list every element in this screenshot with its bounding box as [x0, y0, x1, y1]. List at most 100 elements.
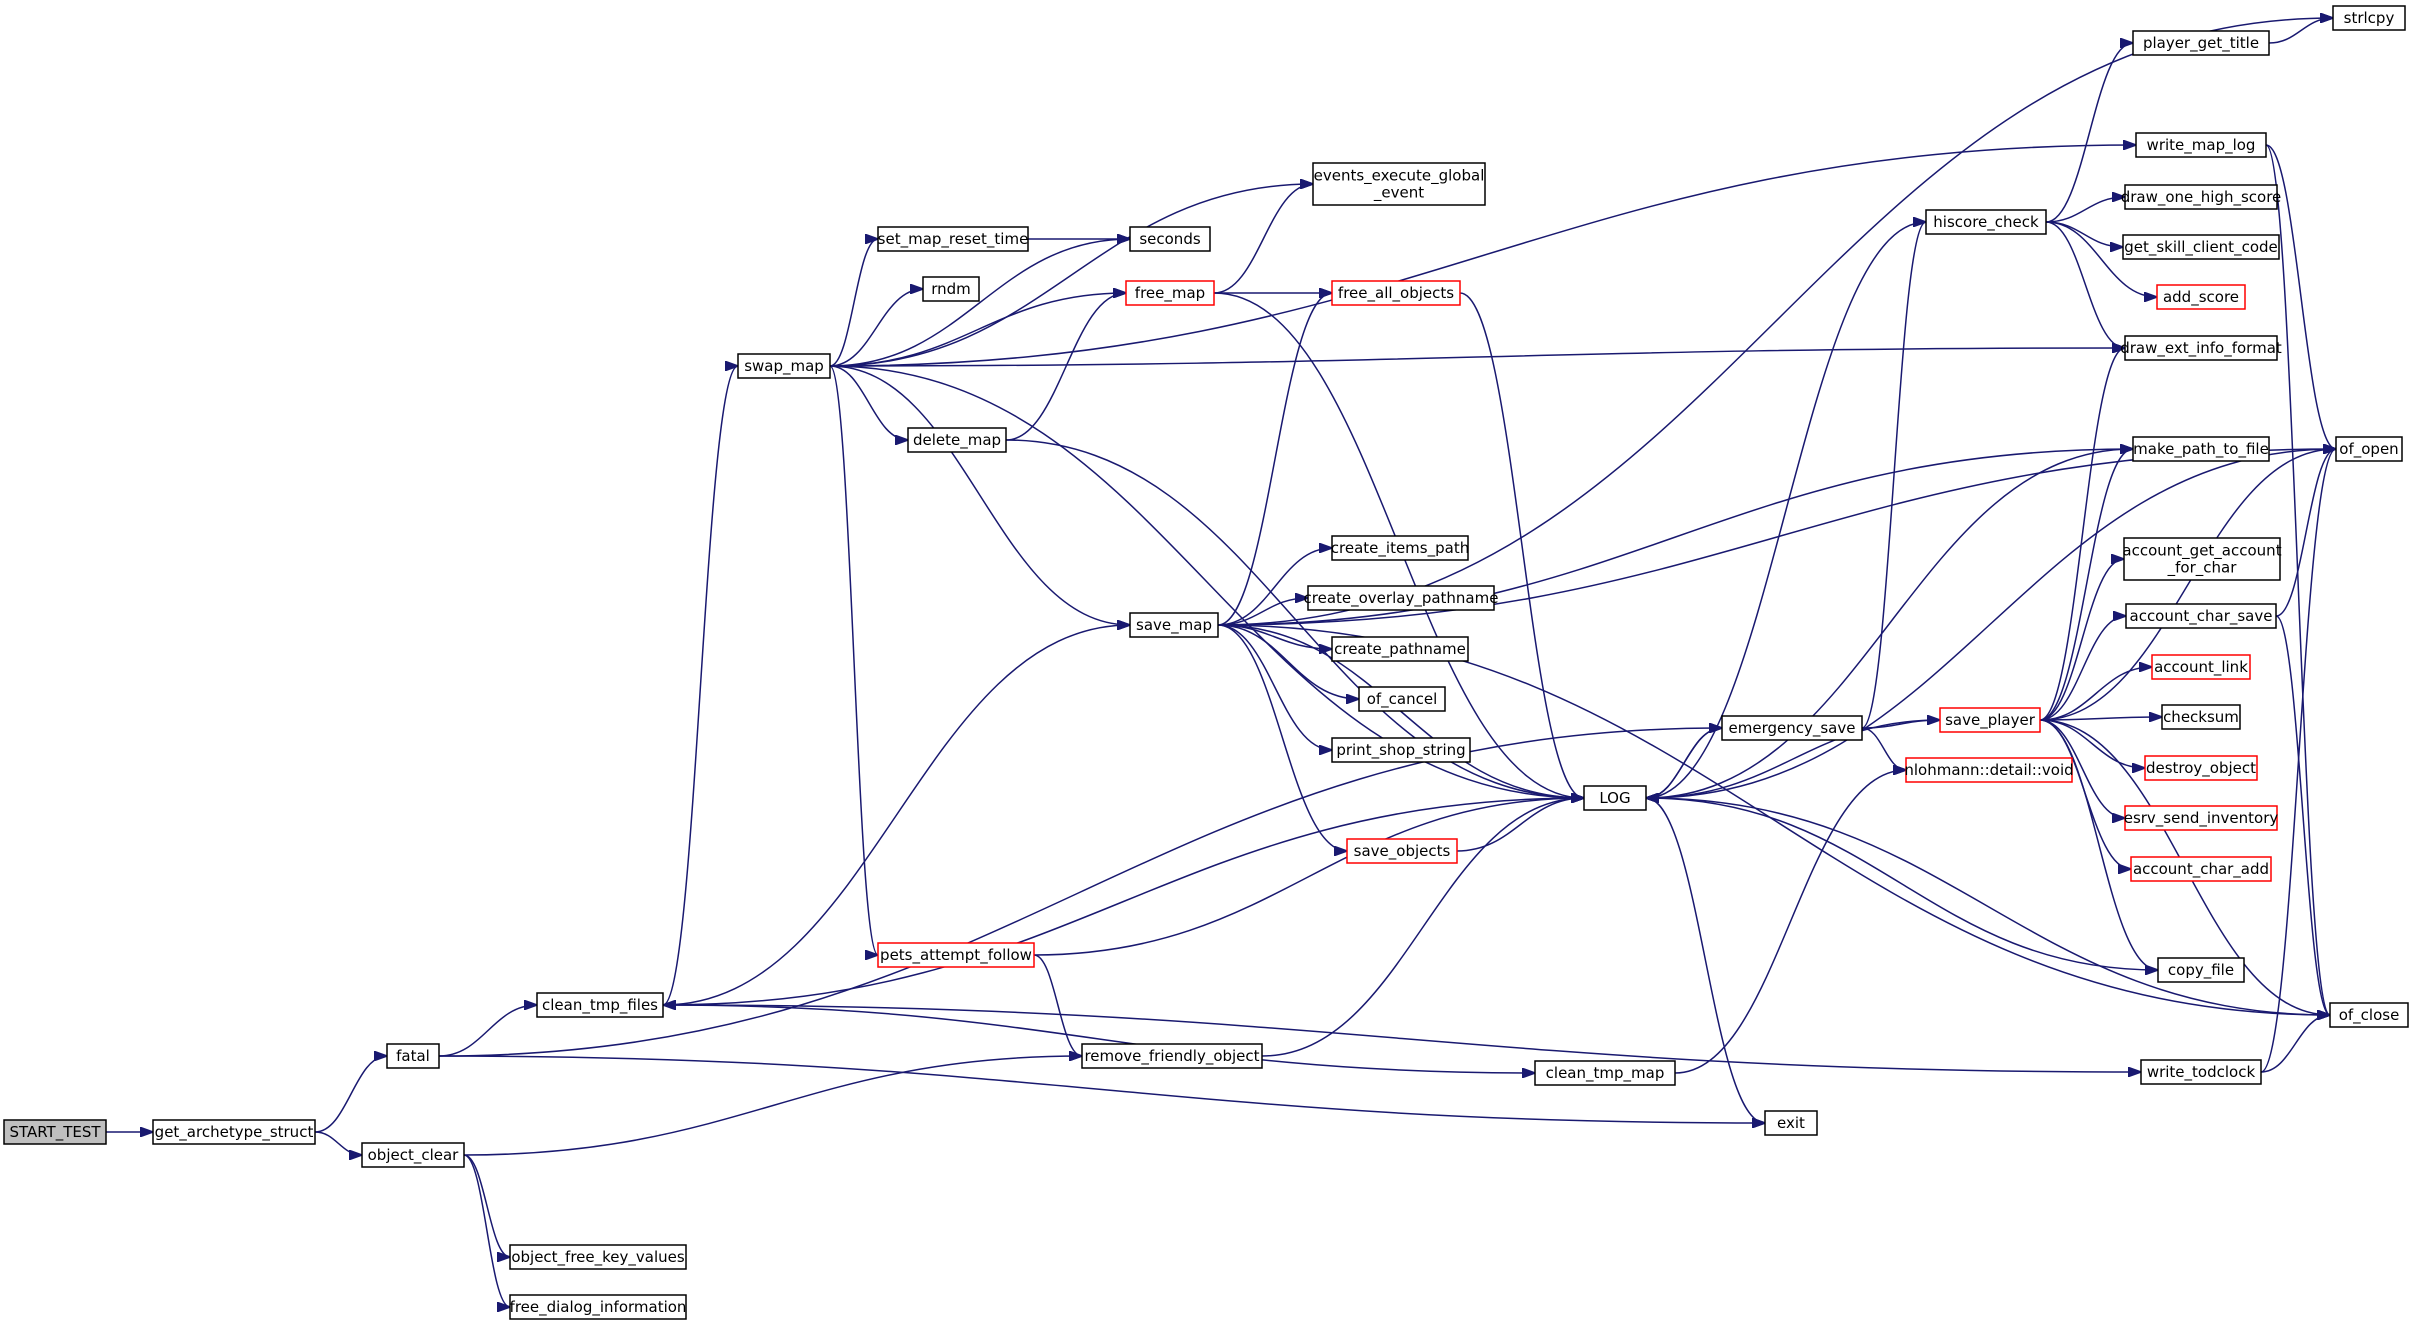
node-clean-tmp-files[interactable]: clean_tmp_files — [536, 992, 664, 1018]
node-nlohmann-detail-void[interactable]: nlohmann::detail::void — [1904, 757, 2074, 783]
node-box[interactable] — [1307, 585, 1495, 611]
node-box[interactable] — [1764, 1110, 1818, 1136]
node-create-overlay-pathname[interactable]: create_overlay_pathname — [1304, 585, 1499, 611]
node-object-clear[interactable]: object_clear — [361, 1142, 465, 1168]
node-box[interactable] — [2135, 132, 2267, 158]
node-esrv-send-inventory[interactable]: esrv_send_inventory — [2124, 805, 2279, 831]
node-box[interactable] — [1331, 636, 1469, 662]
node-account-get-account-for-char[interactable]: account_get_account_for_char — [2122, 537, 2282, 581]
node-exit[interactable]: exit — [1764, 1110, 1818, 1136]
node-of-close[interactable]: of_close — [2329, 1002, 2409, 1028]
node-box[interactable] — [536, 992, 664, 1018]
node-account-link[interactable]: account_link — [2151, 654, 2251, 680]
node-box[interactable] — [386, 1043, 440, 1069]
node-box[interactable] — [2124, 805, 2278, 831]
node-box[interactable] — [1925, 209, 2047, 235]
node-box[interactable] — [1331, 737, 1471, 763]
node-free-dialog-information[interactable]: free_dialog_information — [509, 1294, 687, 1320]
node-box[interactable] — [1358, 686, 1446, 712]
node-get-skill-client-code[interactable]: get_skill_client_code — [2122, 234, 2280, 260]
node-box[interactable] — [1129, 226, 1211, 252]
node-start-test[interactable]: START_TEST — [3, 1119, 107, 1145]
node-write-todclock[interactable]: write_todclock — [2140, 1059, 2262, 1085]
node-emergency-save[interactable]: emergency_save — [1721, 715, 1863, 741]
node-box[interactable] — [907, 427, 1007, 453]
node-pets-attempt-follow[interactable]: pets_attempt_follow — [877, 942, 1035, 968]
node-object-free-key-values[interactable]: object_free_key_values — [509, 1244, 687, 1270]
node-box[interactable] — [1534, 1060, 1676, 1086]
node-box[interactable] — [2156, 284, 2246, 310]
node-box[interactable] — [2123, 537, 2281, 581]
node-box[interactable] — [2335, 436, 2403, 462]
node-create-pathname[interactable]: create_pathname — [1331, 636, 1469, 662]
node-log[interactable]: LOG — [1583, 785, 1647, 811]
node-box[interactable] — [2130, 856, 2272, 882]
node-box[interactable] — [1331, 280, 1461, 306]
node-account-char-save[interactable]: account_char_save — [2125, 603, 2277, 629]
node-box[interactable] — [877, 942, 1035, 968]
node-box[interactable] — [2329, 1002, 2409, 1028]
node-box[interactable] — [2132, 30, 2270, 56]
node-swap-map[interactable]: swap_map — [737, 353, 831, 379]
node-checksum[interactable]: checksum — [2161, 704, 2241, 730]
node-fatal[interactable]: fatal — [386, 1043, 440, 1069]
node-box[interactable] — [1331, 535, 1469, 561]
node-print-shop-string[interactable]: print_shop_string — [1331, 737, 1471, 763]
node-box[interactable] — [1312, 162, 1486, 206]
node-set-map-reset-time[interactable]: set_map_reset_time — [877, 226, 1029, 252]
node-box[interactable] — [2140, 1059, 2262, 1085]
node-hiscore-check[interactable]: hiscore_check — [1925, 209, 2047, 235]
node-strlcpy[interactable]: strlcpy — [2332, 5, 2406, 31]
node-seconds[interactable]: seconds — [1129, 226, 1211, 252]
node-draw-one-high-score[interactable]: draw_one_high_score — [2121, 184, 2282, 210]
node-box[interactable] — [2132, 436, 2270, 462]
node-box[interactable] — [877, 226, 1029, 252]
node-box[interactable] — [2125, 603, 2277, 629]
node-create-items-path[interactable]: create_items_path — [1331, 535, 1469, 561]
node-box[interactable] — [3, 1119, 107, 1145]
node-box[interactable] — [1129, 612, 1219, 638]
node-box[interactable] — [2144, 755, 2258, 781]
node-remove-friendly-object[interactable]: remove_friendly_object — [1081, 1043, 1263, 1069]
node-box[interactable] — [1905, 757, 2073, 783]
node-box[interactable] — [2124, 184, 2278, 210]
node-box[interactable] — [2122, 234, 2280, 260]
node-box[interactable] — [509, 1244, 687, 1270]
node-box[interactable] — [1583, 785, 1647, 811]
node-delete-map[interactable]: delete_map — [907, 427, 1007, 453]
node-box[interactable] — [1125, 280, 1215, 306]
node-destroy-object[interactable]: destroy_object — [2144, 755, 2258, 781]
node-get-archetype-struct[interactable]: get_archetype_struct — [152, 1119, 316, 1145]
node-save-map[interactable]: save_map — [1129, 612, 1219, 638]
node-box[interactable] — [2151, 654, 2251, 680]
node-events-execute-global-event[interactable]: events_execute_global_event — [1312, 162, 1486, 206]
node-box[interactable] — [361, 1142, 465, 1168]
node-add-score[interactable]: add_score — [2156, 284, 2246, 310]
node-of-open[interactable]: of_open — [2335, 436, 2403, 462]
node-box[interactable] — [2157, 957, 2245, 983]
node-draw-ext-info-format[interactable]: draw_ext_info_format — [2120, 335, 2282, 361]
node-box[interactable] — [1346, 838, 1458, 864]
node-of-cancel[interactable]: of_cancel — [1358, 686, 1446, 712]
node-box[interactable] — [2124, 335, 2278, 361]
node-box[interactable] — [2161, 704, 2241, 730]
node-copy-file[interactable]: copy_file — [2157, 957, 2245, 983]
node-make-path-to-file[interactable]: make_path_to_file — [2132, 436, 2270, 462]
node-clean-tmp-map[interactable]: clean_tmp_map — [1534, 1060, 1676, 1086]
node-box[interactable] — [509, 1294, 687, 1320]
node-save-player[interactable]: save_player — [1939, 707, 2041, 733]
node-save-objects[interactable]: save_objects — [1346, 838, 1458, 864]
node-box[interactable] — [737, 353, 831, 379]
node-free-map[interactable]: free_map — [1125, 280, 1215, 306]
node-free-all-objects[interactable]: free_all_objects — [1331, 280, 1461, 306]
node-box[interactable] — [1939, 707, 2041, 733]
node-box[interactable] — [152, 1119, 316, 1145]
node-box[interactable] — [1081, 1043, 1263, 1069]
node-player-get-title[interactable]: player_get_title — [2132, 30, 2270, 56]
node-box[interactable] — [2332, 5, 2406, 31]
node-box[interactable] — [1721, 715, 1863, 741]
node-box[interactable] — [922, 276, 980, 302]
node-account-char-add[interactable]: account_char_add — [2130, 856, 2272, 882]
node-rndm[interactable]: rndm — [922, 276, 980, 302]
node-write-map-log[interactable]: write_map_log — [2135, 132, 2267, 158]
